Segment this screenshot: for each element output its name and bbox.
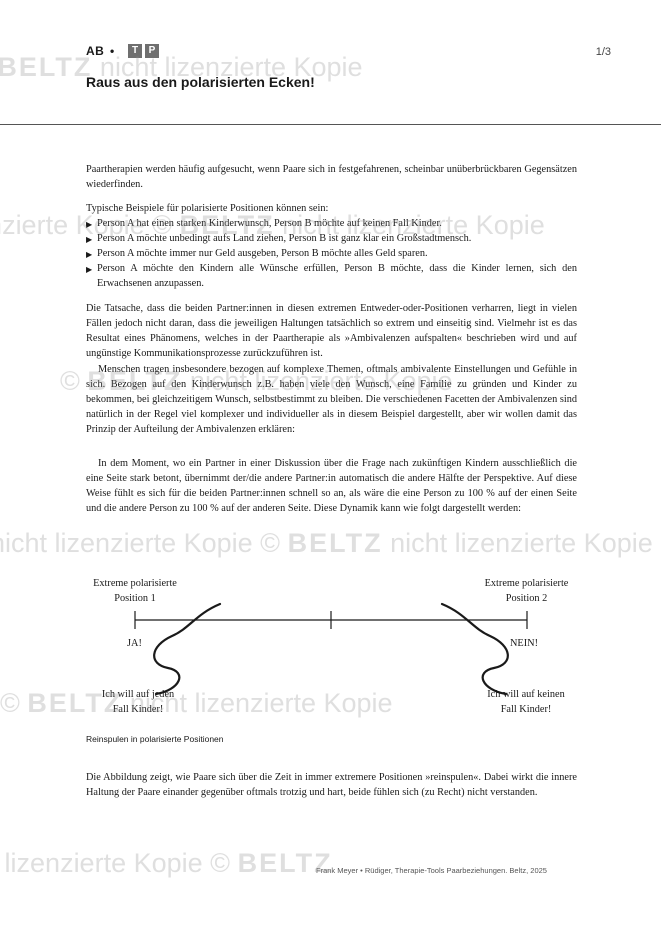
right-spiral-curve xyxy=(440,602,509,696)
left-position-label: Extreme polarisierte Position 1 xyxy=(93,578,177,604)
paragraph-example: Menschen tragen insbesondere bezogen auf… xyxy=(86,364,577,435)
bullet-triangle-icon: ▶ xyxy=(86,235,93,244)
examples-list: ▶Person A hat einen starken Kinderwunsch… xyxy=(86,216,577,291)
right-position-label: Extreme polarisierte Position 2 xyxy=(484,578,569,604)
header-divider xyxy=(0,124,661,125)
bullet-triangle-icon: ▶ xyxy=(86,265,93,274)
badge-p: P xyxy=(145,44,159,58)
list-item: ▶Person A möchte immer nur Geld ausgeben… xyxy=(86,246,577,261)
left-answer: JA! xyxy=(127,638,142,649)
badge-t: T xyxy=(128,44,142,58)
bullet-triangle-icon: ▶ xyxy=(86,250,93,259)
footer-credit: Frank Meyer • Rüdiger, Therapie-Tools Pa… xyxy=(316,866,547,875)
intro-paragraph: Paartherapien werden häufig aufgesucht, … xyxy=(86,164,577,190)
paragraph-ambivalence: Die Tatsache, dass die beiden Partner:in… xyxy=(86,303,577,359)
right-answer: NEIN! xyxy=(510,638,539,649)
list-item: ▶Person A möchte den Kindern alle Wünsch… xyxy=(86,263,577,289)
page-title: Raus aus den polarisierten Ecken! xyxy=(86,74,315,90)
list-item: ▶Person A hat einen starken Kinderwunsch… xyxy=(86,216,577,231)
examples-heading: Typische Beispiele für polarisierte Posi… xyxy=(86,203,329,214)
paragraph-conclusion: Die Abbildung zeigt, wie Paare sich über… xyxy=(86,772,577,798)
left-spiral-curve xyxy=(153,602,222,696)
paragraph-dynamics: In dem Moment, wo ein Partner in einer D… xyxy=(86,458,577,514)
page-number: 1/3 xyxy=(595,46,611,58)
list-item: ▶Person A möchte unbedingt aufs Land zie… xyxy=(86,231,577,246)
worksheet-tag: AB xyxy=(86,44,105,58)
bullet-triangle-icon: ▶ xyxy=(86,220,93,229)
left-quote: Ich will auf jeden Fall Kinder! xyxy=(101,689,175,715)
right-quote: Ich will auf keinen Fall Kinder! xyxy=(487,689,565,715)
figure-caption: Reinspulen in polarisierte Positionen xyxy=(86,734,224,744)
header-separator: • xyxy=(110,44,115,58)
